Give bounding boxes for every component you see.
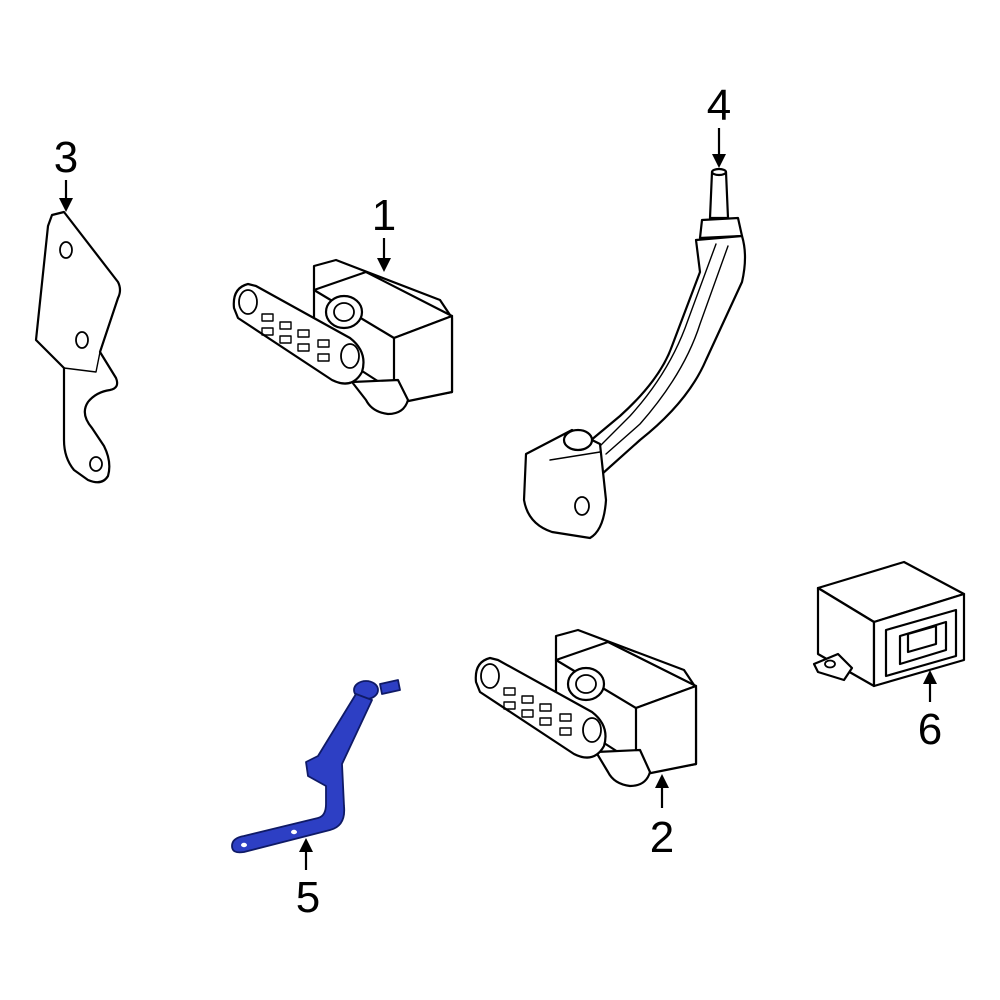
callout-label-6: 6 <box>918 705 942 754</box>
callout-label-2: 2 <box>650 813 674 862</box>
part-3-bracket[interactable] <box>34 210 122 484</box>
callout-leader-2 <box>655 774 669 808</box>
callout-label-5: 5 <box>296 873 320 922</box>
callout-leader-4 <box>712 128 726 168</box>
callout-label-4: 4 <box>707 81 731 130</box>
part-5-link-rod[interactable] <box>231 679 401 854</box>
callout-leader-6 <box>923 670 937 702</box>
part-1-height-sensor[interactable] <box>232 258 454 416</box>
part-6-control-module[interactable] <box>812 560 966 688</box>
callout-leader-3 <box>59 180 73 212</box>
callout-leader-1 <box>377 238 391 272</box>
callout-label-1: 1 <box>372 191 396 240</box>
part-4-link-arm[interactable] <box>522 167 747 540</box>
callout-leader-5 <box>299 838 313 870</box>
part-5-hole <box>241 842 247 848</box>
part-2-height-sensor[interactable] <box>474 628 698 788</box>
part-5-hole <box>291 829 297 835</box>
callout-label-3: 3 <box>54 133 78 182</box>
